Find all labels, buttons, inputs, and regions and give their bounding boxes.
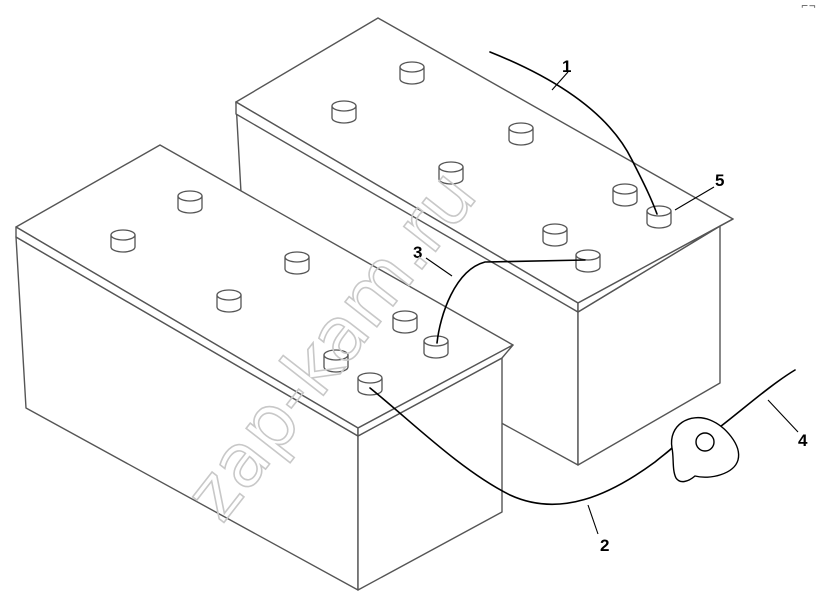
front-battery — [15, 144, 514, 591]
callout-5: 5 — [715, 171, 724, 190]
terminal-3-back — [575, 249, 601, 273]
cap — [399, 61, 425, 85]
ring-terminal — [670, 416, 740, 483]
terminal-2 — [357, 372, 383, 396]
terminal-5 — [646, 205, 672, 229]
callout-1: 1 — [562, 57, 571, 76]
cap — [612, 183, 638, 207]
cap — [392, 310, 418, 334]
callout-labels: 1 2 3 4 5 — [413, 57, 808, 555]
terminal-3-front — [423, 335, 449, 359]
cap — [331, 100, 357, 124]
front-battery-caps — [110, 190, 449, 396]
corner-mark: ⌐¬ — [800, 2, 816, 12]
cable-4 — [715, 369, 796, 431]
cables — [369, 51, 796, 506]
cable-1 — [489, 51, 658, 215]
callout-4: 4 — [798, 431, 808, 450]
cap — [284, 251, 310, 275]
callout-2: 2 — [600, 536, 609, 555]
cap — [177, 190, 203, 214]
callout-3: 3 — [413, 243, 422, 262]
cap — [438, 161, 464, 185]
cable-3 — [436, 259, 586, 344]
cap — [508, 122, 534, 146]
leader-lines — [425, 71, 799, 535]
cap — [216, 289, 242, 313]
cable-2 — [369, 387, 673, 506]
cap — [323, 349, 349, 373]
back-battery-caps — [331, 61, 672, 273]
cap — [542, 223, 568, 247]
cap — [110, 229, 136, 253]
